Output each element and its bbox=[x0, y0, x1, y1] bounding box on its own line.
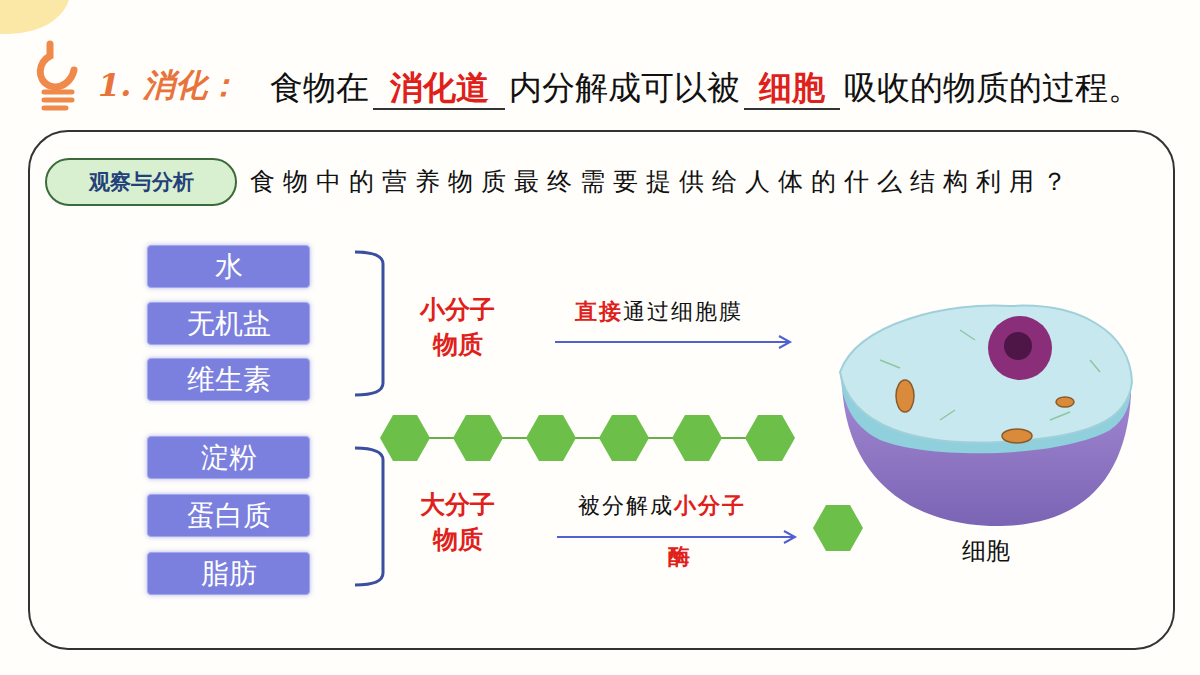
mitochondrion bbox=[1002, 429, 1032, 443]
sentence-text: 内分解成可以被 bbox=[509, 66, 740, 111]
nutrient-name: 脂肪 bbox=[201, 555, 257, 593]
definition-sentence: 食物在消化道内分解成可以被细胞吸收的物质的过程。 bbox=[270, 66, 1141, 111]
cell-cytoplasm bbox=[840, 306, 1132, 443]
hexagon bbox=[453, 415, 503, 461]
observation-panel: 食物中的营养物质最终需要提供给人体的什么结构利用？ 观察与分析水无机盐维生素淀粉蛋… bbox=[28, 130, 1175, 650]
sentence-text: 吸收的物质的过程。 bbox=[844, 66, 1141, 111]
corner-decoration bbox=[0, 0, 70, 34]
enzyme-label: 酶 bbox=[668, 542, 690, 572]
nucleolus bbox=[1004, 332, 1032, 360]
hexagon bbox=[672, 415, 722, 461]
sentence-text: 食物在 bbox=[270, 66, 369, 111]
nutrient-name: 无机盐 bbox=[187, 305, 271, 343]
hexagon bbox=[599, 415, 649, 461]
section-title: 1. 消化： bbox=[98, 64, 239, 108]
badge-cloud: 观察与分析 bbox=[45, 158, 237, 206]
cell-illustration bbox=[840, 306, 1132, 527]
starch-chain bbox=[380, 415, 795, 461]
hexagon bbox=[745, 415, 795, 461]
arrow-label: 通过细胞膜 bbox=[623, 297, 743, 327]
hexagon bbox=[813, 505, 863, 551]
nutrient-box: 脂肪 bbox=[147, 552, 310, 595]
nutrient-box: 蛋白质 bbox=[147, 494, 310, 537]
arrow-head bbox=[779, 336, 790, 348]
nutrient-box: 无机盐 bbox=[147, 302, 310, 345]
emphasis-text: 小分子 bbox=[674, 491, 746, 521]
arrow-line bbox=[557, 536, 793, 538]
nutrient-box: 水 bbox=[147, 245, 310, 288]
hexagon bbox=[526, 415, 576, 461]
nutrient-box: 淀粉 bbox=[147, 436, 310, 479]
category-label: 大分子 物质 bbox=[415, 487, 500, 557]
nutrient-box: 维生素 bbox=[147, 358, 310, 401]
bracket bbox=[355, 252, 383, 395]
answer-blank: 消化道 bbox=[373, 68, 505, 110]
arrow-label-row: 被分解成小分子 bbox=[578, 491, 746, 521]
mitochondrion bbox=[896, 380, 914, 412]
stomach-icon bbox=[40, 44, 74, 108]
bracket bbox=[355, 448, 383, 585]
nutrient-name: 维生素 bbox=[187, 361, 271, 399]
answer-blank: 细胞 bbox=[744, 68, 840, 110]
mitochondrion bbox=[1056, 397, 1074, 407]
arrow-label: 被分解成 bbox=[578, 491, 674, 521]
nucleus bbox=[988, 316, 1052, 380]
nutrient-name: 淀粉 bbox=[201, 439, 257, 477]
badge-text: 观察与分析 bbox=[89, 168, 194, 196]
nutrient-name: 蛋白质 bbox=[187, 497, 271, 535]
stomach-shape bbox=[40, 44, 74, 87]
emphasis-text: 直接 bbox=[575, 297, 623, 327]
arrow-head bbox=[784, 531, 795, 543]
arrow-label-row: 直接通过细胞膜 bbox=[575, 297, 743, 327]
cell-label: 细胞 bbox=[962, 535, 1010, 567]
arrow-line bbox=[555, 341, 788, 343]
nutrient-name: 水 bbox=[215, 248, 243, 286]
hexagon bbox=[380, 415, 430, 461]
intestine-shape bbox=[44, 92, 72, 108]
question-text: 食物中的营养物质最终需要提供给人体的什么结构利用？ bbox=[250, 165, 1075, 198]
category-label: 小分子 物质 bbox=[415, 292, 500, 362]
